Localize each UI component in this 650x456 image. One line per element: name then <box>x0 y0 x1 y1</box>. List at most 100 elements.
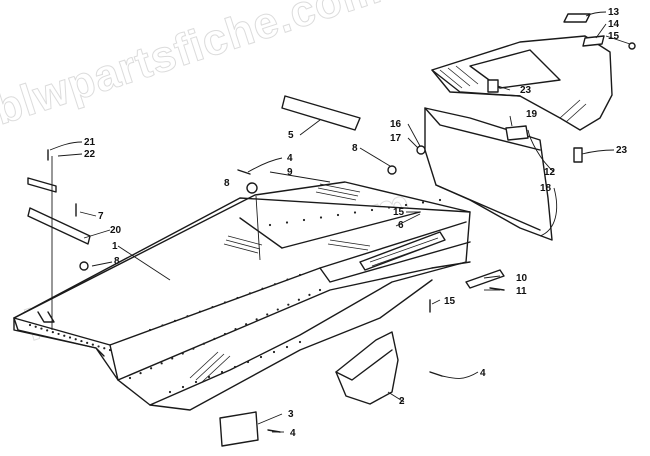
rivet-dot <box>273 283 277 286</box>
rivet-dot <box>168 390 172 394</box>
callout-22: 22 <box>84 149 96 160</box>
rivet-dot <box>150 367 153 370</box>
rivet-dot <box>40 327 43 330</box>
rivet-dot <box>421 201 425 204</box>
rivet-dot <box>97 345 100 348</box>
rivet-dot <box>233 365 237 369</box>
rivet-dot <box>259 355 263 359</box>
callout-15: 15 <box>444 296 456 307</box>
rivet-dot <box>266 313 269 316</box>
rivet-dot <box>211 305 214 309</box>
rear-bumper-part <box>431 13 613 131</box>
rivet-dot <box>51 331 54 334</box>
rivet-dot <box>181 385 185 389</box>
rivet-dot <box>308 293 311 296</box>
rivet-dot <box>298 273 302 277</box>
callout-10: 10 <box>516 273 528 284</box>
side-bracket-part <box>335 331 399 405</box>
rivet-dots <box>28 198 442 394</box>
rivet-dot <box>194 380 198 384</box>
leader-lines <box>49 11 631 433</box>
callout-6: 6 <box>398 220 404 231</box>
rivet-dot <box>202 342 205 345</box>
rivet-dot <box>34 325 37 328</box>
rivet-dot <box>220 370 224 374</box>
rivet-dot <box>186 315 189 318</box>
rivet-dot <box>370 208 374 212</box>
callout-8: 8 <box>352 143 358 154</box>
rear-panel-part <box>424 79 583 241</box>
rivet-dot <box>236 296 239 300</box>
rivet-dot <box>86 341 89 344</box>
rivet-dot <box>28 323 32 327</box>
rivet-dot <box>285 345 289 349</box>
rivet-dot <box>272 350 276 354</box>
rivet-dot <box>261 287 264 290</box>
rivet-dot <box>287 303 290 306</box>
callout-20: 20 <box>110 225 122 236</box>
callout-13: 13 <box>608 7 620 18</box>
rivet-dot <box>298 340 302 344</box>
rivet-dot <box>248 292 252 295</box>
rivet-dot <box>255 318 258 321</box>
callout-17: 17 <box>390 133 402 144</box>
callout-19: 19 <box>526 109 538 120</box>
callout-21: 21 <box>84 137 96 148</box>
rivet-dot <box>103 347 106 350</box>
rivet-dot <box>91 343 94 346</box>
plate-part <box>219 411 259 447</box>
rivet-dot <box>268 223 272 227</box>
fasteners <box>47 42 636 433</box>
rivet-dot <box>192 347 195 350</box>
running-board-insert <box>359 231 446 271</box>
footrest-part <box>465 269 505 289</box>
callout-4: 4 <box>287 153 293 164</box>
rivet-dot <box>171 357 174 360</box>
trim-strip-part <box>281 95 361 131</box>
rivet-dot <box>302 218 306 222</box>
callout-15: 15 <box>393 207 405 218</box>
rivet-dot <box>318 288 322 292</box>
callout-1: 1 <box>112 241 118 252</box>
callout-7: 7 <box>98 211 104 222</box>
callout-5: 5 <box>288 130 294 141</box>
callout-4: 4 <box>290 428 296 439</box>
rivet-dot <box>161 324 164 327</box>
callout-23: 23 <box>616 145 628 156</box>
rivet-dot <box>148 328 152 332</box>
rivet-dot <box>336 213 340 217</box>
rivet-dot <box>286 278 289 281</box>
callout-8: 8 <box>114 256 120 267</box>
rivet-dot <box>173 319 177 322</box>
callout-3: 3 <box>288 409 294 420</box>
callout-11: 11 <box>516 286 527 297</box>
rivet-dot <box>297 298 300 301</box>
rivet-dot <box>63 334 66 337</box>
rivet-dot <box>223 332 227 336</box>
rivet-dot <box>207 375 211 379</box>
rivet-dot <box>223 301 227 304</box>
callout-4: 4 <box>480 368 486 379</box>
rivet-dot <box>438 198 442 202</box>
rivet-dot <box>198 310 202 313</box>
rivet-dot <box>160 362 163 365</box>
callout-8: 8 <box>224 178 230 189</box>
callout-labels: 1 2 3 4 4 4 5 6 7 8 8 8 9 10 11 12 13 14… <box>84 7 628 439</box>
callout-2: 2 <box>399 396 405 407</box>
rivet-dot <box>74 338 77 341</box>
rivet-dot <box>68 336 72 339</box>
callout-14: 14 <box>608 19 620 30</box>
tunnel-part <box>13 181 471 411</box>
callout-15: 15 <box>608 31 620 42</box>
rivet-dot <box>46 329 49 332</box>
rivet-dot <box>404 203 408 207</box>
rivet-dot <box>128 376 132 380</box>
rivet-dot <box>276 308 279 311</box>
callout-16: 16 <box>390 119 402 130</box>
rivet-dot <box>234 328 237 331</box>
rivet-dot <box>181 352 184 355</box>
bracket-part <box>27 177 91 245</box>
callout-18: 18 <box>540 183 552 194</box>
callout-23: 23 <box>520 85 532 96</box>
